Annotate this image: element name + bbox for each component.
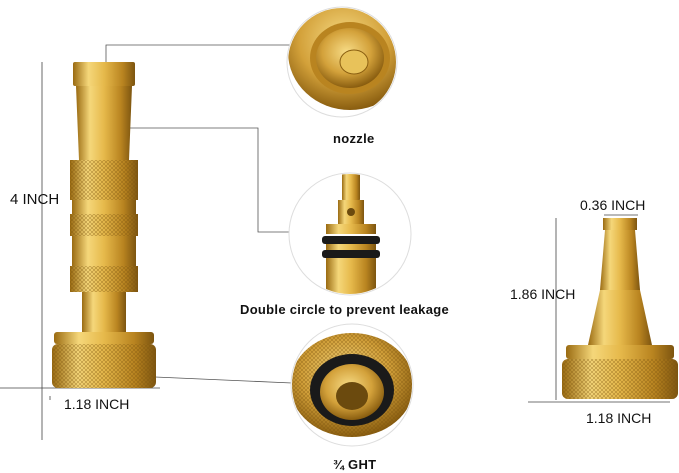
width-main-label: 1.18 INCH bbox=[64, 396, 130, 412]
callout-ght-label: ¾ GHT bbox=[333, 457, 377, 472]
height-main-label: 4 INCH bbox=[10, 191, 60, 208]
callout-nozzle-label: nozzle bbox=[333, 131, 375, 146]
dimension-lines-small bbox=[528, 214, 670, 403]
callout-double-circle-label: Double circle to prevent leakage bbox=[240, 302, 450, 317]
detail-nozzle-circle bbox=[286, 6, 398, 118]
width-small-label: 1.18 INCH bbox=[586, 410, 652, 426]
small-nozzle bbox=[562, 218, 678, 399]
height-small-label: 1.86 INCH bbox=[510, 286, 576, 302]
tip-width-label: 0.36 INCH bbox=[580, 197, 646, 213]
main-nozzle bbox=[52, 62, 156, 388]
detail-ght-circle bbox=[290, 323, 414, 447]
detail-oring-circle bbox=[288, 172, 412, 296]
